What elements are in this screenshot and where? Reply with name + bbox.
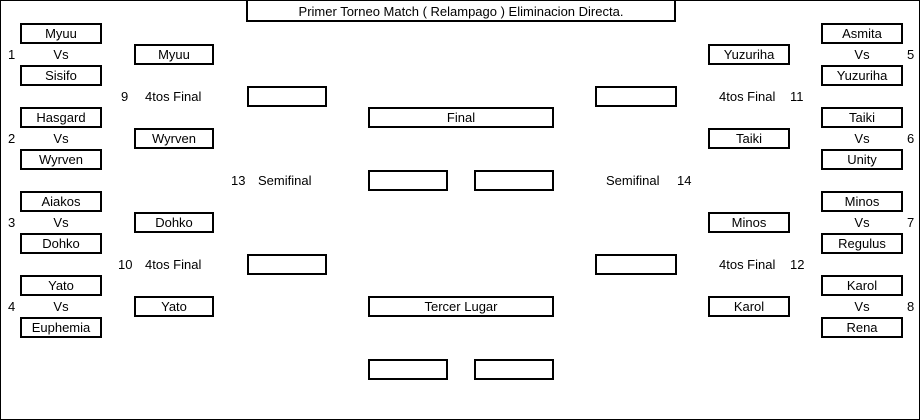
third-place-label: Tercer Lugar	[368, 296, 554, 317]
match5-vs: Vs	[854, 47, 870, 62]
match4-winner[interactable]: Yato	[134, 296, 214, 317]
qf12-number: 12	[790, 257, 805, 272]
match7-vs: Vs	[854, 215, 870, 230]
match7-winner[interactable]: Minos	[708, 212, 790, 233]
sf14-label: Semifinal	[606, 173, 660, 188]
qf11-number: 11	[790, 89, 804, 104]
match2-vs: Vs	[53, 131, 69, 146]
match1-player-bottom[interactable]: Sisifo	[20, 65, 102, 86]
third-place-right[interactable]	[474, 359, 554, 380]
match8-vs: Vs	[854, 299, 870, 314]
qf12-winner[interactable]	[595, 254, 677, 275]
match-number-4: 4	[8, 299, 16, 314]
match1-player-top[interactable]: Myuu	[20, 23, 102, 44]
sf14-winner[interactable]	[474, 170, 554, 191]
match5-player-bottom[interactable]: Yuzuriha	[821, 65, 903, 86]
tournament-title: Primer Torneo Match ( Relampago ) Elimin…	[246, 1, 676, 22]
match5-winner[interactable]: Yuzuriha	[708, 44, 790, 65]
match3-player-top[interactable]: Aiakos	[20, 191, 102, 212]
match-number-3: 3	[8, 215, 16, 230]
qf11-label: 4tos Final	[719, 89, 776, 104]
match8-player-bottom[interactable]: Rena	[821, 317, 903, 338]
match3-vs: Vs	[53, 215, 69, 230]
match-number-1: 1	[8, 47, 16, 62]
match1-winner[interactable]: Myuu	[134, 44, 214, 65]
match6-winner[interactable]: Taiki	[708, 128, 790, 149]
match-number-2: 2	[8, 131, 16, 146]
match1-vs: Vs	[53, 47, 69, 62]
match-number-5: 5	[907, 47, 915, 62]
match-number-6: 6	[907, 131, 915, 146]
match7-player-bottom[interactable]: Regulus	[821, 233, 903, 254]
qf10-label: 4tos Final	[145, 257, 202, 272]
match-number-8: 8	[907, 299, 915, 314]
match-number-7: 7	[907, 215, 915, 230]
sf13-winner[interactable]	[368, 170, 448, 191]
match3-winner[interactable]: Dohko	[134, 212, 214, 233]
qf9-label: 4tos Final	[145, 89, 202, 104]
match3-player-bottom[interactable]: Dohko	[20, 233, 102, 254]
match2-player-bottom[interactable]: Wyrven	[20, 149, 102, 170]
match4-vs: Vs	[53, 299, 69, 314]
match5-player-top[interactable]: Asmita	[821, 23, 903, 44]
qf11-winner[interactable]	[595, 86, 677, 107]
qf10-number: 10	[118, 257, 133, 272]
third-place-left[interactable]	[368, 359, 448, 380]
match6-vs: Vs	[854, 131, 870, 146]
match4-player-bottom[interactable]: Euphemia	[20, 317, 102, 338]
match2-player-top[interactable]: Hasgard	[20, 107, 102, 128]
final-label: Final	[368, 107, 554, 128]
qf9-winner[interactable]	[247, 86, 327, 107]
match7-player-top[interactable]: Minos	[821, 191, 903, 212]
match8-winner[interactable]: Karol	[708, 296, 790, 317]
match8-player-top[interactable]: Karol	[821, 275, 903, 296]
qf9-number: 9	[121, 89, 129, 104]
qf12-label: 4tos Final	[719, 257, 776, 272]
match6-player-bottom[interactable]: Unity	[821, 149, 903, 170]
match4-player-top[interactable]: Yato	[20, 275, 102, 296]
qf10-winner[interactable]	[247, 254, 327, 275]
sf13-label: Semifinal	[258, 173, 312, 188]
sf13-number: 13	[231, 173, 246, 188]
sf14-number: 14	[677, 173, 692, 188]
match2-winner[interactable]: Wyrven	[134, 128, 214, 149]
match6-player-top[interactable]: Taiki	[821, 107, 903, 128]
